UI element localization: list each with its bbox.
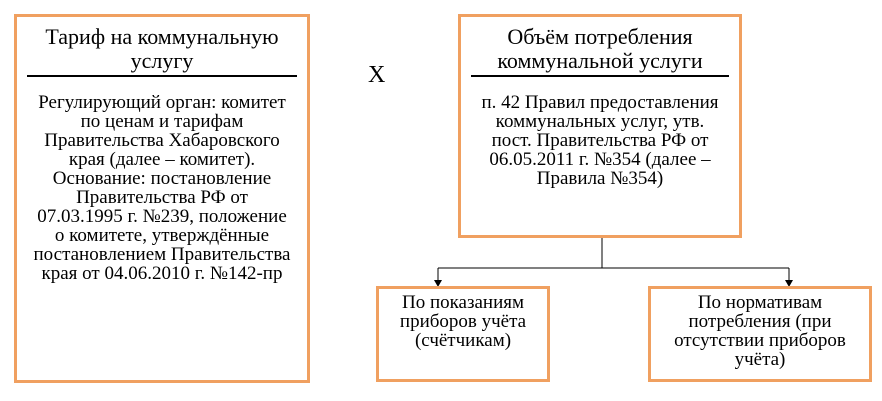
arrow-head-right bbox=[785, 280, 793, 287]
volume-title: Объём потребления коммунальной услуги bbox=[497, 24, 703, 73]
tariff-title: Тариф на коммунальную услугу bbox=[45, 24, 279, 73]
multiply-sign: Х bbox=[368, 62, 386, 88]
by-norms-box: По нормативам потребления (при отсутстви… bbox=[648, 286, 872, 382]
tariff-box: Тариф на коммунальную услугу Регулирующи… bbox=[14, 14, 310, 383]
divider bbox=[471, 75, 729, 77]
volume-body: п. 42 Правил предоставления коммунальных… bbox=[481, 92, 719, 189]
volume-box: Объём потребления коммунальной услуги п.… bbox=[458, 14, 742, 238]
tariff-body: Регулирующий орган: комитет по ценам и т… bbox=[33, 92, 291, 284]
arrow-head-left bbox=[434, 280, 442, 287]
divider bbox=[27, 75, 297, 77]
by-meters-box: По показаниям приборов учёта (счётчикам) bbox=[376, 286, 550, 382]
